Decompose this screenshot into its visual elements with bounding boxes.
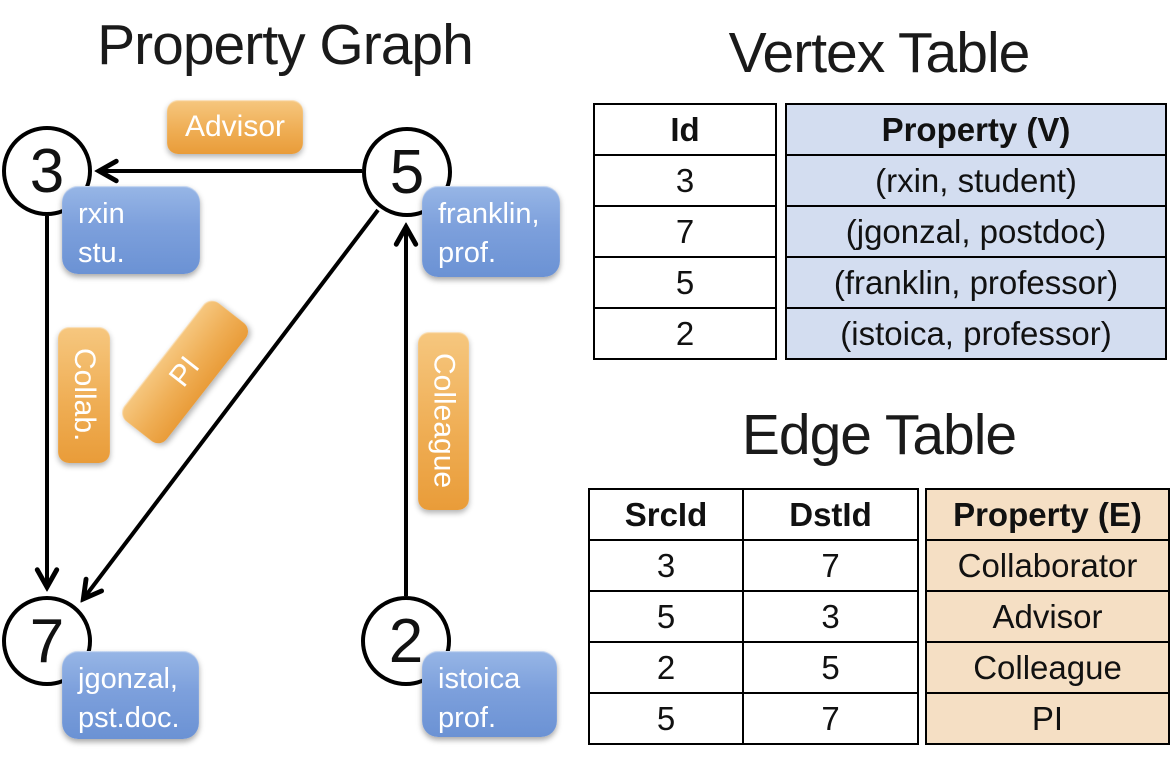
edge-table-title: Edge Table xyxy=(741,403,1017,467)
table-row: 7 xyxy=(593,205,777,258)
edge-col-property-header: Property (E) xyxy=(925,488,1170,541)
vertex-table-title: Vertex Table xyxy=(728,21,1031,85)
node-2-id: 2 xyxy=(388,606,424,676)
vertex-5-prop-line2: prof. xyxy=(438,236,497,269)
vertex-property-cell: (istoica, professor) xyxy=(785,307,1167,360)
graph-edges-layer xyxy=(0,0,570,760)
vertex-id-cell: 7 xyxy=(593,205,777,258)
vertex-id-cell: 2 xyxy=(593,307,777,360)
table-row: (istoica, professor) xyxy=(785,307,1167,360)
vertex-5-prop-line1: franklin, xyxy=(438,198,540,230)
graph-node-2: 2 xyxy=(361,596,451,686)
table-row: 2 5 xyxy=(588,641,919,694)
edge-table: SrcId DstId 3 7 5 3 2 5 5 7 Property (E)… xyxy=(588,488,1170,745)
table-row: (franklin, professor) xyxy=(785,256,1167,309)
table-row: 3 xyxy=(593,154,777,207)
vertex-7-prop-line1: jgonzal, xyxy=(78,663,178,695)
table-row: Colleague xyxy=(925,641,1170,694)
vertex-3-prop-line1: rxin xyxy=(78,198,125,230)
edge-srcid-cell: 5 xyxy=(588,590,744,643)
table-row: (rxin, student) xyxy=(785,154,1167,207)
edge-srcid-cell: 2 xyxy=(588,641,744,694)
edge-property-cell: Collaborator xyxy=(925,539,1170,592)
table-row: 2 xyxy=(593,307,777,360)
table-row: PI xyxy=(925,692,1170,745)
vertex-property-cell: (jgonzal, postdoc) xyxy=(785,205,1167,258)
node-7-id: 7 xyxy=(29,606,65,676)
vertex-property-cell: (franklin, professor) xyxy=(785,256,1167,309)
edge-property-cell: Advisor xyxy=(925,590,1170,643)
graph-node-5: 5 xyxy=(362,127,452,217)
edge-property-cell: PI xyxy=(925,692,1170,745)
edge-dstid-cell: 5 xyxy=(742,641,919,694)
vertex-property-box-5: franklin, prof. xyxy=(422,186,560,277)
property-graph-title: Property Graph xyxy=(97,13,474,77)
vertex-property-box-7: jgonzal, pst.doc. xyxy=(62,651,199,739)
vertex-7-prop-line2: pst.doc. xyxy=(78,701,180,734)
edge-dstid-cell: 7 xyxy=(742,692,919,745)
edge-col-srcid-header: SrcId xyxy=(588,488,744,541)
vertex-2-prop-line2: prof. xyxy=(438,701,497,734)
edge-label-collab: Collab. xyxy=(58,327,110,463)
vertex-id-cell: 3 xyxy=(593,154,777,207)
table-row: Collaborator xyxy=(925,539,1170,592)
vertex-id-cell: 5 xyxy=(593,256,777,309)
edge-line-5-to-7 xyxy=(84,208,380,598)
vertex-property-cell: (rxin, student) xyxy=(785,154,1167,207)
edge-srcid-cell: 5 xyxy=(588,692,744,745)
table-row: (jgonzal, postdoc) xyxy=(785,205,1167,258)
node-5-id: 5 xyxy=(389,137,425,207)
vertex-table: Id 3 7 5 2 Property (V) (rxin, student) … xyxy=(593,103,1167,360)
edge-property-column-table: Property (E) Collaborator Advisor Collea… xyxy=(925,488,1170,745)
node-3-id: 3 xyxy=(29,136,65,206)
edge-label-advisor: Advisor xyxy=(167,100,303,154)
vertex-2-prop-line1: istoica xyxy=(438,663,521,695)
table-row: 5 3 xyxy=(588,590,919,643)
edge-srcid-cell: 3 xyxy=(588,539,744,592)
vertex-property-column-table: Property (V) (rxin, student) (jgonzal, p… xyxy=(785,103,1167,360)
vertex-id-column-table: Id 3 7 5 2 xyxy=(593,103,777,360)
edge-src-dst-table: SrcId DstId 3 7 5 3 2 5 5 7 xyxy=(588,488,919,745)
table-row: 5 7 xyxy=(588,692,919,745)
edge-dstid-cell: 3 xyxy=(742,590,919,643)
table-row: Advisor xyxy=(925,590,1170,643)
edge-col-dstid-header: DstId xyxy=(742,488,919,541)
edge-property-cell: Colleague xyxy=(925,641,1170,694)
vertex-col-id-header: Id xyxy=(593,103,777,156)
edge-label-colleague: Colleague xyxy=(418,332,469,510)
table-row: 5 xyxy=(593,256,777,309)
edge-dstid-cell: 7 xyxy=(742,539,919,592)
vertex-col-property-header: Property (V) xyxy=(785,103,1167,156)
vertex-property-box-2: istoica prof. xyxy=(422,651,557,737)
table-row: 3 7 xyxy=(588,539,919,592)
vertex-property-box-3: rxin stu. xyxy=(62,186,200,274)
vertex-3-prop-line2: stu. xyxy=(78,236,125,269)
